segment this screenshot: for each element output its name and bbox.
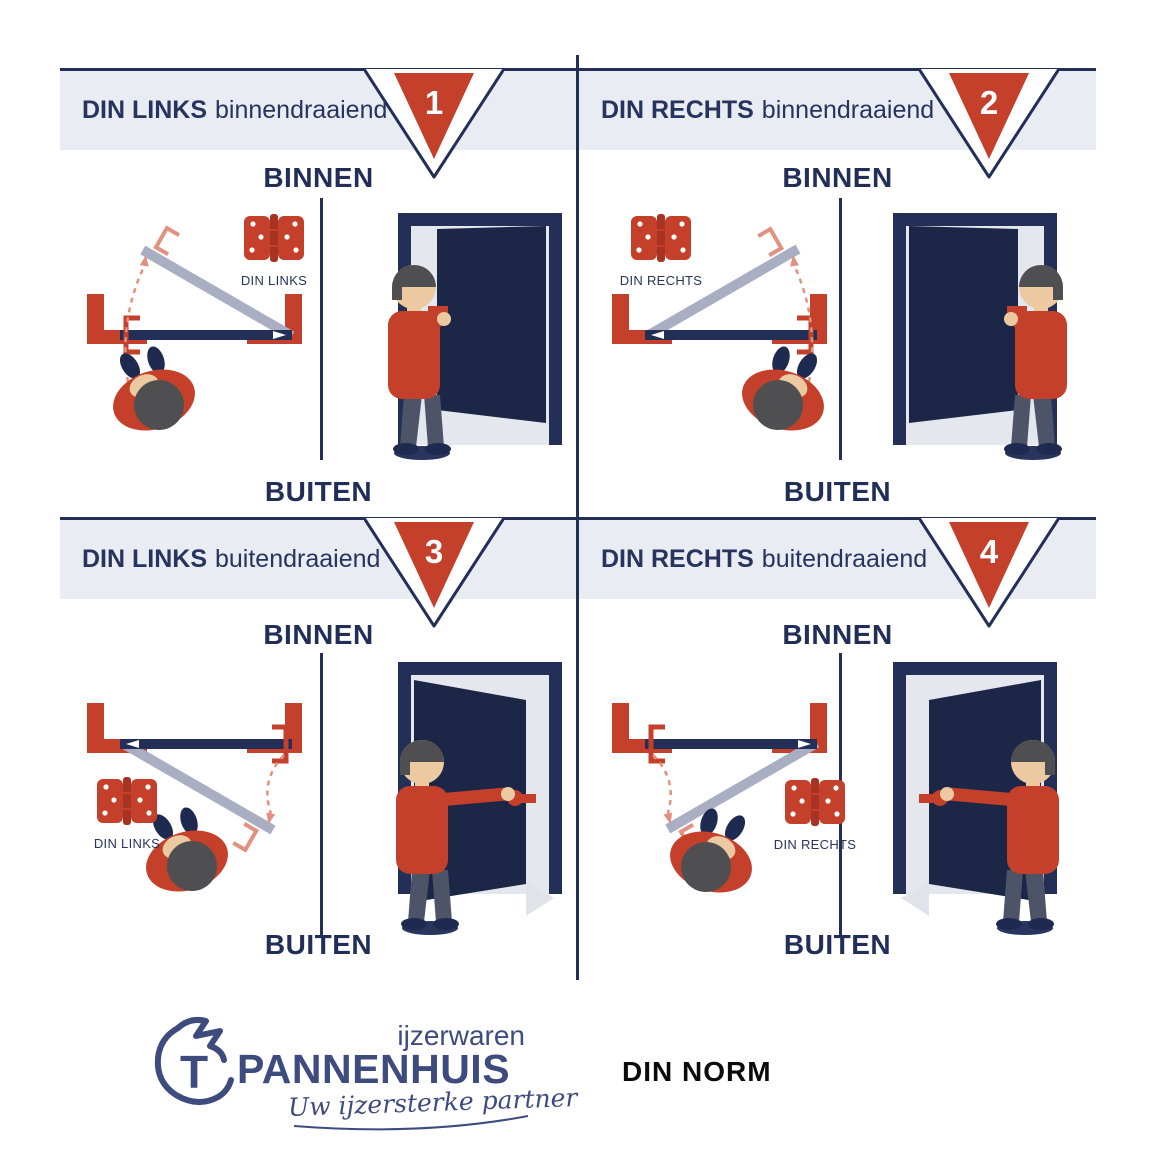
badge-number: 3 [425, 533, 443, 570]
buiten-label: BUITEN [783, 476, 892, 507]
quadrant-3: 3 DIN LINKS buitendraaiend BINNEN BUITEN [60, 517, 577, 969]
badge-number: 4 [980, 533, 999, 570]
corner-badge: 3 [364, 517, 504, 628]
quadrant-title-rest: binnendraaiend [215, 96, 388, 124]
corner-badge: 4 [919, 517, 1059, 628]
brand-mark-claw [175, 1016, 227, 1063]
swing-arrowhead [790, 254, 799, 267]
quadrant-title: DIN LINKS binnendraaiend [82, 68, 387, 153]
badge-number: 2 [980, 84, 998, 121]
hinge-icon [785, 778, 845, 826]
brand-top-text: ijzerwaren [397, 1020, 525, 1051]
door-top-view-diagram [612, 226, 827, 431]
badge-triangle [394, 73, 474, 159]
quadrant-title-bold: DIN RECHTS [601, 545, 754, 573]
quadrant-1: 1 DIN LINKS binnendraaiend BINNEN BUITEN [60, 68, 577, 520]
quadrant-title: DIN LINKS buitendraaiend [82, 517, 380, 602]
door-top-view-diagram [87, 703, 302, 892]
buiten-label: BUITEN [264, 929, 373, 960]
inner-divider [320, 198, 323, 460]
person-figure [396, 740, 515, 935]
badge-triangle [394, 522, 474, 608]
swing-arrowhead [139, 254, 149, 267]
person-top-view [670, 808, 752, 893]
tagline-swoosh [293, 1115, 529, 1131]
center-divider [576, 55, 579, 980]
hinge-icon [631, 214, 691, 262]
binnen-label: BINNEN [263, 162, 374, 193]
door-perspective-view [388, 213, 562, 460]
quadrant-title-bold: DIN RECHTS [601, 96, 754, 124]
swing-arrowhead [663, 812, 673, 825]
binnen-label: BINNEN [782, 162, 893, 193]
door-perspective-view [396, 662, 562, 935]
person-top-view [113, 346, 195, 431]
swing-arc [652, 754, 672, 814]
quadrant-title-rest: buitendraaiend [761, 545, 928, 573]
quadrant-title-bold: DIN LINKS [82, 545, 207, 573]
brand-mark: T [154, 1016, 234, 1105]
hair [400, 740, 444, 762]
hinge-legend: DIN RECHTS [760, 778, 870, 852]
hinge-label: DIN RECHTS [619, 273, 703, 288]
person-figure [388, 265, 451, 460]
brand-mark-letter: T [180, 1046, 208, 1098]
hinge-icon [97, 777, 157, 825]
hair [1019, 265, 1063, 287]
inner-divider [839, 198, 842, 460]
footer: T ijzerwaren PANNENHUIS Uw ijzersterke p… [0, 1000, 1155, 1155]
floor-shadow [526, 882, 554, 916]
hinge-legend: DIN LINKS [219, 214, 329, 288]
badge-triangle [949, 522, 1029, 608]
open-door-leaf-top [140, 225, 295, 341]
door-handle [514, 794, 536, 803]
hair [1011, 740, 1055, 762]
open-door-leaf-top [121, 739, 276, 853]
floor-shadow [901, 882, 929, 916]
brand-mark-outline [154, 1025, 234, 1105]
hinge-legend: DIN RECHTS [606, 214, 716, 288]
door-top-view-diagram [612, 703, 827, 893]
brand-name: PANNENHUIS [237, 1046, 511, 1092]
hinge-label: DIN RECHTS [773, 837, 857, 852]
binnen-label: BINNEN [263, 619, 374, 650]
quadrant-title-rest: binnendraaiend [761, 96, 935, 124]
door-leaf-3d [437, 226, 546, 423]
person-top-view [742, 346, 824, 431]
person-top-view [146, 807, 228, 892]
person-figure [1004, 265, 1067, 460]
swing-arc [266, 754, 285, 814]
buiten-label: BUITEN [264, 476, 373, 507]
door-leaf-3d [909, 226, 1018, 423]
hinge-icon [244, 214, 304, 262]
quadrant-title-bold: DIN LINKS [82, 96, 207, 124]
open-door-leaf-top [646, 226, 801, 340]
din-norm-label: DIN NORM [622, 1056, 772, 1087]
hinge-label: DIN LINKS [93, 836, 161, 851]
corner-badge: 2 [919, 68, 1059, 179]
badge-triangle [949, 73, 1029, 159]
hinge-legend: DIN LINKS [72, 777, 182, 851]
hinge-label: DIN LINKS [240, 273, 308, 288]
door-perspective-view [893, 213, 1067, 460]
person-figure [940, 740, 1059, 935]
inner-divider [320, 653, 323, 938]
swing-arrowhead [266, 812, 276, 825]
quadrant-title-rest: buitendraaiend [215, 545, 381, 573]
buiten-label: BUITEN [783, 929, 892, 960]
binnen-label: BINNEN [782, 619, 893, 650]
badge-number: 1 [425, 84, 443, 121]
door-perspective-view [893, 662, 1059, 935]
hair [392, 265, 436, 287]
door-handle [919, 794, 941, 803]
corner-badge: 1 [364, 68, 504, 179]
door-top-view-diagram [87, 225, 302, 431]
